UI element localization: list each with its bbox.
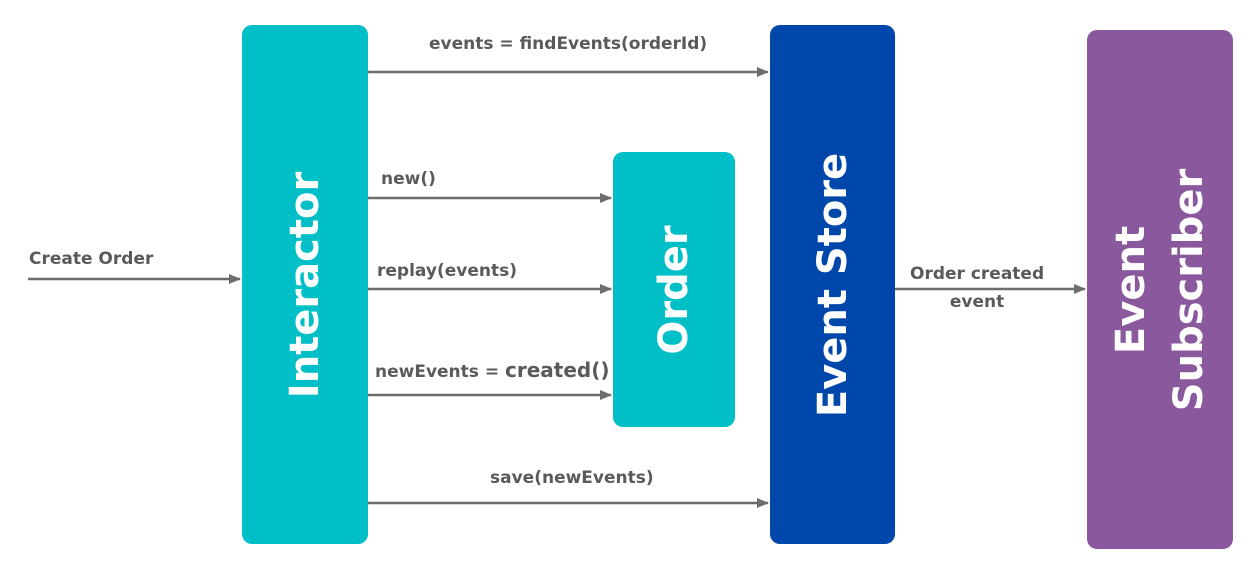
create-order-label: Create Order xyxy=(29,249,154,269)
interactor-box: Interactor xyxy=(242,25,368,544)
new-label: new() xyxy=(381,169,436,189)
order-created-line1: Order created xyxy=(910,264,1045,284)
event-store-box: Event Store xyxy=(770,25,895,544)
new-events-prefix: newEvents = xyxy=(375,362,505,382)
event-subscriber-label-line2: Subscriber xyxy=(1166,168,1212,411)
event-store-label: Event Store xyxy=(809,152,856,417)
order-created-event-label: Order created event xyxy=(910,263,1044,313)
replay-label: replay(events) xyxy=(377,261,517,281)
order-label: Order xyxy=(651,224,697,355)
find-events-label: events = findEvents(orderId) xyxy=(429,34,708,54)
order-created-line2: event xyxy=(949,292,1005,312)
event-subscriber-label-line1: Event xyxy=(1108,225,1154,354)
event-subscriber-label: Event Subscriber xyxy=(1102,168,1218,410)
interactor-label: Interactor xyxy=(282,171,328,398)
new-events-call: created() xyxy=(505,358,610,382)
save-label: save(newEvents) xyxy=(490,468,654,488)
order-box: Order xyxy=(613,152,735,427)
event-subscriber-box: Event Subscriber xyxy=(1087,30,1233,549)
new-events-label: newEvents = created() xyxy=(375,359,610,383)
